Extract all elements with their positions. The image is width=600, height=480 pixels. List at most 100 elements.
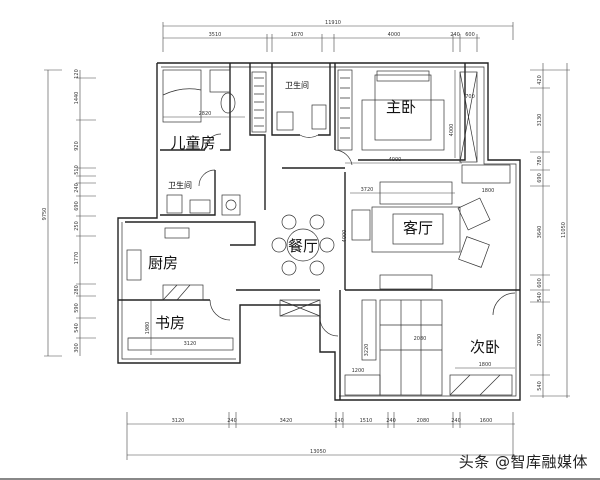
dim-study-width: 3120 (184, 341, 197, 347)
dim-left: 510 (74, 165, 80, 175)
dim-left: 540 (74, 323, 80, 333)
bottom-dimensions: 3120 240 3420 240 1510 240 2080 240 1600… (126, 412, 515, 460)
dim-left: 250 (74, 221, 80, 231)
dim-left: 920 (74, 141, 80, 151)
dim-left: 690 (74, 201, 80, 211)
dim-top: 4000 (388, 32, 401, 38)
dim-left: 1770 (74, 252, 80, 265)
label-bathroom-2: 卫生间 (168, 180, 192, 190)
basin (311, 104, 327, 130)
dim-right: 3130 (537, 114, 543, 127)
cabinet (162, 284, 204, 301)
watermark: 头条 @智库融媒体 (458, 453, 588, 471)
right-dimensions: 420 3130 780 690 3640 600 540 2030 540 1… (530, 63, 570, 398)
wardrobe (251, 71, 267, 133)
dim-top-total: 11910 (325, 20, 341, 26)
bedroom-desk (449, 374, 513, 396)
dim-wardrobe-width: 2080 (414, 336, 427, 342)
washer (221, 194, 241, 216)
dim-left: 280 (74, 285, 80, 295)
label-second-bedroom: 次卧 (470, 338, 500, 356)
dim-bottom: 2080 (417, 418, 430, 424)
dim-left: 120 (74, 69, 80, 79)
toilet (166, 194, 183, 214)
dim-master-depth: 4000 (449, 124, 455, 137)
desk (127, 337, 234, 351)
dim-right-total: 11050 (561, 222, 567, 238)
shoe-cabinet (279, 299, 321, 317)
dim-bottom: 240 (334, 418, 344, 424)
interior-walls (118, 63, 520, 400)
dim-top: 3510 (209, 32, 222, 38)
dim-tv-cabinet: 1800 (482, 188, 495, 194)
armchair (351, 209, 371, 241)
dim-right: 420 (537, 75, 543, 85)
dim-top: 1670 (291, 32, 304, 38)
dim-right: 540 (537, 292, 543, 302)
label-master-bedroom: 主卧 (386, 98, 416, 116)
rug (361, 99, 445, 151)
dim-bottom: 1600 (480, 418, 493, 424)
dim-top: 240 (450, 32, 460, 38)
dim-left: 1440 (74, 92, 80, 105)
tv-cabinet (461, 164, 511, 184)
dim-closet: 700 (465, 94, 475, 100)
top-dimensions: 11910 3510 1670 4000 240 600 (162, 20, 514, 52)
label-living: 客厅 (403, 219, 433, 237)
dim-second-desk: 1800 (479, 362, 492, 368)
doors[interactable] (198, 133, 516, 337)
dim-top: 600 (465, 32, 475, 38)
dim-left: 590 (74, 303, 80, 313)
dim-bottom: 3420 (280, 418, 293, 424)
room-labels: 儿童房 卫生间 主卧 卫生间 餐厅 客厅 厨房 书房 次卧 (148, 80, 500, 356)
basin (189, 199, 211, 214)
rug (371, 206, 461, 253)
dim-left-total: 9750 (42, 208, 48, 221)
dining-table (286, 228, 320, 262)
sink (126, 249, 142, 281)
dim-right: 2030 (537, 334, 543, 347)
exterior-walls (117, 62, 521, 401)
dim-bottom: 240 (386, 418, 396, 424)
dim-study-depth: 1980 (145, 322, 151, 335)
dim-bottom: 3120 (172, 418, 185, 424)
label-bathroom-1: 卫生间 (285, 80, 309, 90)
second-wardrobe (379, 299, 443, 396)
left-dimensions: 9750 120 1440 920 510 240 690 250 1770 2… (42, 69, 96, 357)
dim-bottom: 1510 (360, 418, 373, 424)
dim-right: 540 (537, 381, 543, 391)
dim-desk: 1200 (352, 368, 365, 374)
dim-right: 600 (537, 278, 543, 288)
dim-living-width: 3720 (361, 187, 374, 193)
dim-master-width: 4000 (389, 157, 402, 163)
dim-wardrobe-depth: 3220 (364, 344, 370, 357)
label-kitchen: 厨房 (148, 254, 178, 272)
basin (209, 69, 231, 93)
child-bed (162, 69, 202, 123)
armchair (457, 197, 491, 231)
bedroom-tv (379, 274, 433, 290)
dim-living-depth: 4000 (342, 230, 348, 243)
dim-bottom-total: 13050 (310, 449, 326, 455)
toilet (220, 92, 236, 114)
label-study: 书房 (155, 314, 185, 332)
closet (459, 71, 478, 163)
dim-left: 300 (74, 343, 80, 353)
dim-right: 3640 (537, 226, 543, 239)
stove (164, 227, 190, 239)
double-bed (374, 74, 432, 141)
desk (344, 374, 381, 396)
armchair (458, 236, 490, 268)
dim-bottom: 240 (451, 418, 461, 424)
dim-right: 690 (537, 173, 543, 183)
dim-left: 240 (74, 183, 80, 193)
bottom-border (0, 478, 600, 480)
dim-bottom: 240 (227, 418, 237, 424)
toilet (276, 111, 294, 131)
wardrobe (337, 69, 353, 151)
label-dining: 餐厅 (288, 237, 318, 255)
inner-dimensions: 2820 4000 4000 700 3720 1800 4000 3120 1… (128, 70, 515, 374)
label-child-room: 儿童房 (170, 134, 215, 152)
furniture (126, 69, 513, 396)
